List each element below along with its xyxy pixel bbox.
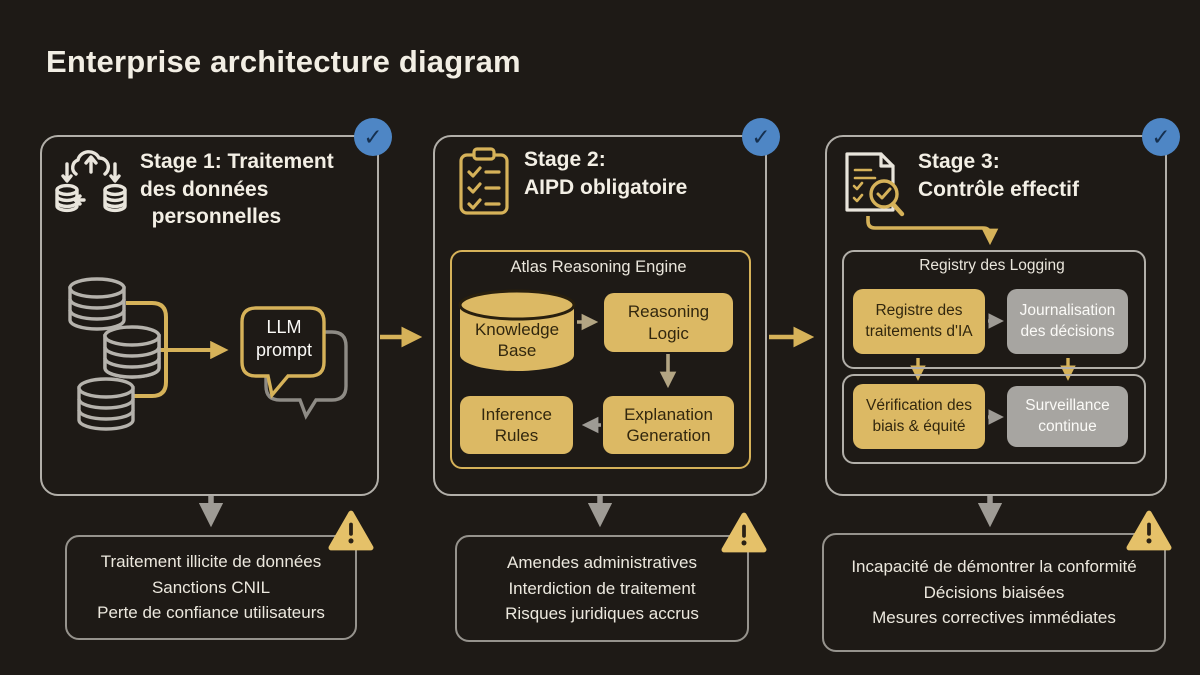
warning-triangle-icon [1126, 510, 1172, 551]
check-badge-icon: ✓ [742, 118, 780, 156]
node-inference-rules: Inference Rules [460, 396, 573, 454]
stage-1-title: Stage 1: Traitement des données personne… [140, 150, 334, 229]
stage-1-box: ✓ [40, 118, 392, 496]
stage-3-risk-box: Incapacité de démontrer la conformité Dé… [822, 533, 1166, 652]
cloud-database-sync-icon [55, 150, 127, 213]
node-registre-traitements: Registre des traitements d'IA [853, 289, 985, 354]
monitoring-container [842, 374, 1146, 464]
page-title: Enterprise architecture diagram [46, 44, 521, 79]
stage-3-header: Stage 3: Contrôle effectif [842, 148, 1138, 220]
registry-logging-title: Registry des Logging [919, 257, 1065, 274]
node-journalisation: Journalisation des décisions [1007, 289, 1128, 354]
node-reasoning-logic: Reasoning Logic [604, 293, 733, 352]
stage-3-box: ✓ [825, 118, 1180, 496]
llm-prompt-label: LLM prompt [255, 317, 313, 361]
audit-document-icon [845, 152, 905, 217]
node-knowledge-base: Knowledge Base [474, 319, 560, 360]
stage-1-risk-box: Traitement illicite de données Sanctions… [65, 535, 357, 640]
check-glyph: ✓ [363, 123, 383, 150]
stage-2-title: Stage 2: AIPD obligatoire [524, 148, 688, 199]
clipboard-checklist-icon [459, 147, 509, 215]
check-badge-icon: ✓ [1142, 118, 1180, 156]
stage-2-header: Stage 2: AIPD obligatoire [458, 146, 744, 218]
check-badge-icon: ✓ [354, 118, 392, 156]
registry-logging-container [842, 250, 1146, 369]
atlas-engine-title: Atlas Reasoning Engine [510, 258, 687, 276]
check-glyph: ✓ [751, 123, 771, 150]
stage-2-risk-box: Amendes administratives Interdiction de … [455, 535, 749, 642]
warning-triangle-icon [328, 510, 374, 551]
stage-1-header: Stage 1: Traitement des données personne… [54, 148, 376, 231]
stage-3-title: Stage 3: Contrôle effectif [918, 150, 1080, 201]
stage-2-box: ✓ [433, 118, 780, 496]
node-explanation-generation: Explanation Generation [603, 396, 734, 454]
node-verification-biais: Vérification des biais & équité [853, 384, 985, 449]
warning-triangle-icon [721, 512, 767, 553]
atlas-engine-container [450, 250, 751, 469]
check-glyph: ✓ [1151, 123, 1171, 150]
node-surveillance-continue: Surveillance continue [1007, 386, 1128, 447]
